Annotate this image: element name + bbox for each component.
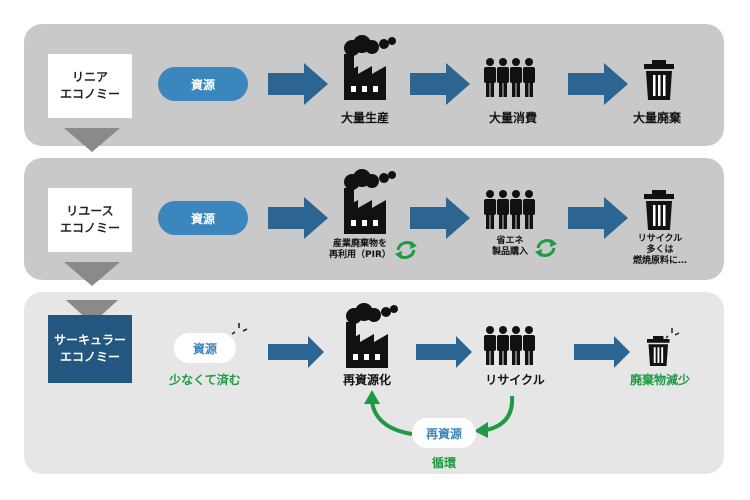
stage-reuse-recycle: リサイクル 多くは 燃焼原料に…: [632, 234, 687, 266]
stage-circular-recycle: リサイクル: [485, 373, 545, 387]
stage-reuse-purchase: 省エネ 製品購入: [491, 236, 528, 257]
stage-linear-production: 大量生産: [340, 111, 389, 125]
loop-resource-pill: 再資源: [412, 418, 476, 448]
loop-arrow-right: [485, 395, 515, 432]
resource-note: 少なくて済む: [169, 373, 241, 387]
sparkle-icon: [665, 328, 680, 339]
sparkle-icon: [231, 323, 248, 335]
connector-triangle-2: [64, 262, 120, 286]
loop-arrow-left-head: [364, 390, 380, 404]
economy-label-linear: リニア エコノミー: [48, 54, 132, 118]
loop-arrow-left: [370, 401, 413, 436]
stage-reuse-pir: 産業廃棄物を 再利用（PIR）: [329, 239, 391, 260]
circular-economy-panel: [24, 292, 724, 474]
economy-label-reuse: リユース エコノミー: [48, 188, 132, 252]
loop-note: 循環: [431, 456, 456, 470]
stage-circular-waste-reduction: 廃棄物減少: [629, 373, 690, 387]
stage-circular-recycling-resource: 再資源化: [342, 373, 391, 387]
connector-triangle-1: [64, 128, 120, 152]
connector-triangle-3: [66, 300, 118, 324]
stage-linear-consumption: 大量消費: [488, 111, 537, 125]
loop-arrow-right-head: [474, 422, 488, 438]
resource-pill-circular: 資源: [174, 333, 236, 363]
stage-linear-disposal: 大量廃棄: [632, 111, 681, 125]
resource-pill-linear: 資源: [158, 67, 248, 101]
resource-pill-reuse: 資源: [158, 201, 248, 235]
economy-label-circular: サーキュラー エコノミー: [48, 315, 132, 383]
